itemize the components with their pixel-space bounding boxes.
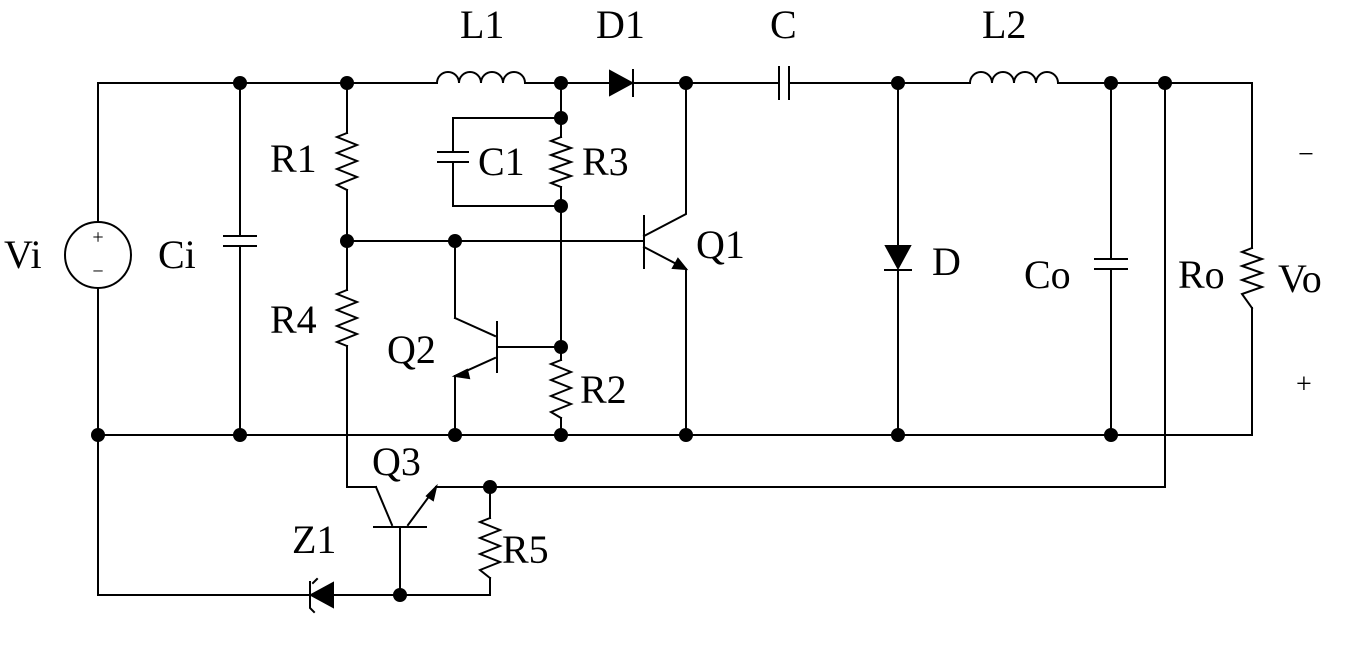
resistor-ro: [1242, 248, 1262, 308]
vo-minus-sign: −: [1298, 139, 1314, 170]
inductor-l2: [970, 72, 1058, 83]
label-r2: R2: [580, 367, 627, 412]
label-r4: R4: [270, 297, 317, 342]
inductor-l1: [437, 72, 525, 83]
capacitor-co: [1095, 259, 1127, 269]
label-q1: Q1: [696, 222, 745, 267]
label-c1: C1: [478, 139, 525, 184]
resistor-r3: [551, 137, 571, 187]
label-l1: L1: [460, 2, 504, 47]
label-ro: Ro: [1178, 252, 1225, 297]
transistor-q2: [455, 318, 497, 378]
diode-d: [885, 246, 911, 270]
capacitor-ci: [224, 236, 256, 246]
diode-d1: [610, 70, 633, 96]
label-co: Co: [1024, 252, 1071, 297]
resistor-r2: [551, 360, 571, 418]
resistor-r1: [337, 133, 357, 190]
label-d: D: [932, 239, 961, 284]
label-r3: R3: [582, 139, 629, 184]
vo-plus-sign: +: [1296, 369, 1312, 400]
label-q2: Q2: [387, 327, 436, 372]
label-l2: L2: [982, 2, 1026, 47]
zener-diode-z1: [310, 579, 333, 612]
label-d1: D1: [596, 2, 645, 47]
transistor-q3: [374, 487, 436, 527]
label-z1: Z1: [292, 517, 336, 562]
source-plus-sign: +: [92, 227, 103, 249]
label-r5: R5: [502, 527, 549, 572]
resistor-r4: [337, 290, 357, 346]
label-vi: Vi: [4, 232, 42, 277]
capacitor-c1: [438, 152, 468, 162]
capacitor-c: [779, 67, 789, 99]
resistor-r5: [480, 518, 500, 578]
label-r1: R1: [270, 136, 317, 181]
source-minus-sign: −: [92, 261, 103, 283]
label-vo: Vo: [1278, 256, 1322, 301]
voltage-source-vi: + −: [65, 222, 131, 288]
label-q3: Q3: [372, 439, 421, 484]
label-ci: Ci: [158, 232, 196, 277]
label-c: C: [770, 2, 797, 47]
junction-dots: [91, 76, 1172, 602]
